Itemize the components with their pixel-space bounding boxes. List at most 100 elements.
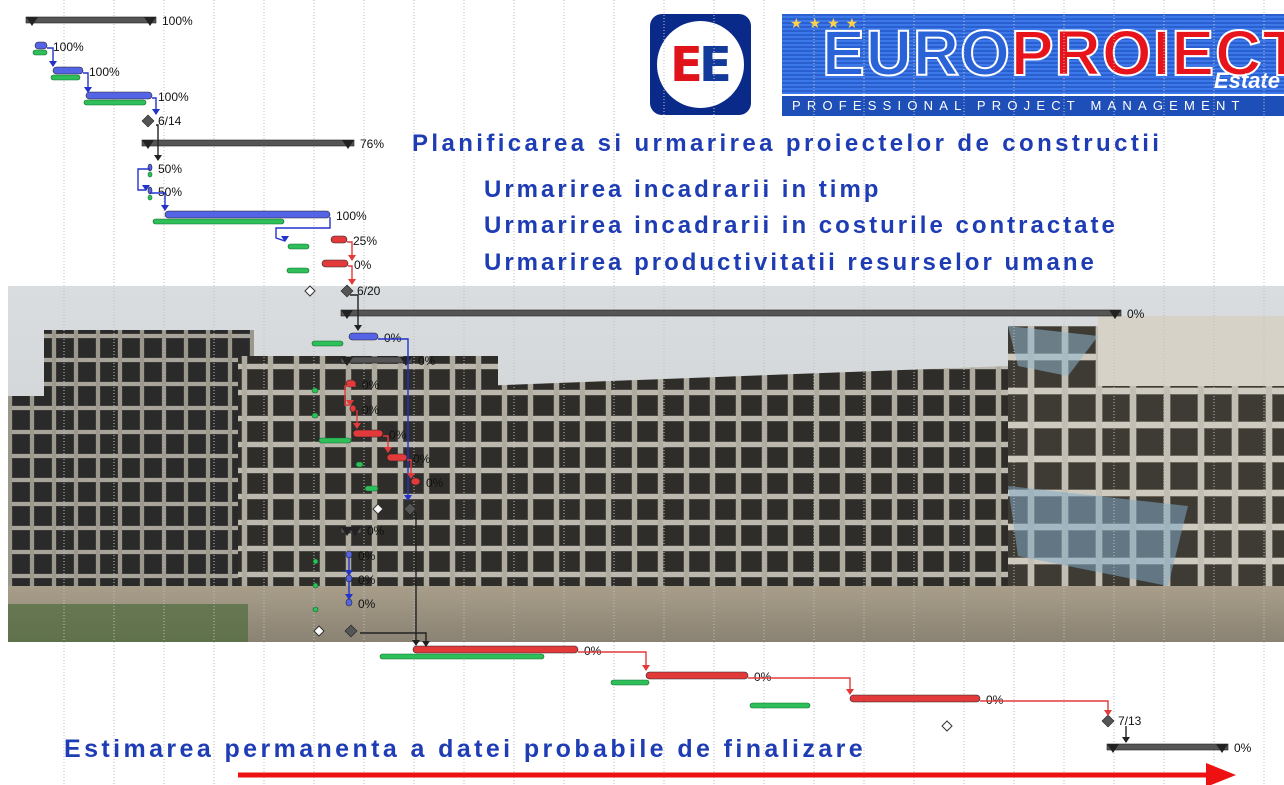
task-progress-label: 0% xyxy=(384,331,402,345)
dependency-arrowhead xyxy=(346,400,354,406)
task-progress-label: 6/14 xyxy=(158,114,182,128)
baseline-bar xyxy=(311,412,319,419)
summary-bar xyxy=(340,356,413,364)
dependency-arrowhead xyxy=(1104,710,1112,716)
dependency-arrowhead xyxy=(354,325,362,331)
critical-task-bar xyxy=(349,404,357,413)
baseline-milestone xyxy=(941,720,953,732)
dependency-arrowhead xyxy=(142,185,150,191)
summary-bar xyxy=(1106,743,1229,751)
task-bar xyxy=(348,332,379,341)
critical-task-bar xyxy=(352,429,384,438)
dependency-arrowhead xyxy=(642,665,650,671)
milestone-diamond xyxy=(403,502,417,516)
task-progress-label: 0% xyxy=(1127,307,1145,321)
critical-task-bar xyxy=(849,694,981,703)
dependency-link xyxy=(152,97,157,114)
milestone-diamond xyxy=(344,624,358,638)
critical-task-bar xyxy=(330,235,348,244)
summary-bar xyxy=(141,139,355,147)
task-progress-label: 0% xyxy=(413,452,431,466)
dependency-arrowhead xyxy=(412,640,420,646)
heading-item: Urmarirea incadrarii in costurile contra… xyxy=(484,212,1118,239)
task-progress-label: 0% xyxy=(367,524,385,538)
summary-cap xyxy=(341,357,353,366)
dependency-link xyxy=(407,459,412,478)
milestone-diamond xyxy=(141,114,155,128)
summary-cap xyxy=(142,140,154,149)
dependency-arrowhead xyxy=(345,594,353,600)
baseline-bar xyxy=(355,461,364,468)
task-progress-label: 76% xyxy=(360,137,384,151)
heading-item: Urmarirea productivitatii resurselor uma… xyxy=(484,249,1097,276)
task-progress-label: 7/13 xyxy=(1118,714,1142,728)
task-bar xyxy=(147,186,153,195)
baseline-bar xyxy=(83,99,147,106)
dependency-link xyxy=(383,435,389,452)
dependency-link xyxy=(344,385,356,406)
dependency-link xyxy=(578,651,647,670)
summary-cap xyxy=(400,357,412,366)
baseline-bar xyxy=(147,171,153,178)
task-progress-label: 0% xyxy=(354,258,372,272)
dependency-arrowhead xyxy=(348,255,356,261)
task-progress-label: 100% xyxy=(162,14,193,28)
critical-task-bar xyxy=(410,477,421,486)
eu-stars-icon: ★★★★ xyxy=(790,16,865,32)
task-progress-label: 100% xyxy=(336,209,367,223)
task-progress-label: 0% xyxy=(754,670,772,684)
brand-suffix: Estate xyxy=(1213,68,1280,93)
dependency-arrowhead xyxy=(84,87,92,93)
dependency-link xyxy=(275,217,331,242)
task-bar xyxy=(345,598,353,607)
summary-bar xyxy=(25,16,157,24)
summary-cap xyxy=(26,17,38,26)
dependency-link xyxy=(378,338,409,500)
summary-cap xyxy=(341,527,353,536)
baseline-bar xyxy=(286,267,310,274)
baseline-bar xyxy=(147,194,153,201)
logo-letter-e-red: E xyxy=(670,37,703,93)
baseline-bar xyxy=(32,49,48,56)
dependency-link xyxy=(414,512,417,645)
task-progress-label: 25% xyxy=(353,234,377,248)
baseline-bar xyxy=(364,485,379,492)
milestone-diamond xyxy=(1101,714,1115,728)
main-heading: Planificarea si urmarirea proiectelor de… xyxy=(412,130,1163,157)
baseline-bar xyxy=(749,702,811,709)
critical-task-bar xyxy=(645,671,749,680)
construction-site-photo xyxy=(8,286,1284,642)
milestone-diamond xyxy=(340,284,354,298)
timeline-arrowhead-icon xyxy=(1206,763,1236,785)
dependency-arrowhead xyxy=(1122,737,1130,743)
dependency-arrowhead xyxy=(161,205,169,211)
task-bar xyxy=(85,91,153,100)
baseline-bar xyxy=(312,582,319,589)
brand-tagline: PROFESSIONAL PROJECT MANAGEMENT xyxy=(792,98,1246,113)
dependency-link xyxy=(356,410,358,428)
dependency-arrowhead xyxy=(49,61,57,67)
brand-name: EUROPROIECT xyxy=(821,17,1284,89)
task-progress-label: 6/20 xyxy=(357,284,381,298)
task-progress-label: 0% xyxy=(362,403,380,417)
dependency-arrowhead xyxy=(154,155,162,161)
summary-cap xyxy=(1216,744,1228,753)
task-progress-label: 0% xyxy=(389,428,407,442)
dependency-arrowhead xyxy=(345,570,353,576)
task-bar xyxy=(52,66,84,75)
dependency-link xyxy=(150,192,166,210)
summary-cap xyxy=(144,17,156,26)
dependency-arrowhead xyxy=(407,473,415,479)
baseline-bar xyxy=(379,653,545,660)
dependency-arrowhead xyxy=(422,641,430,647)
dependency-arrowhead xyxy=(404,495,412,501)
task-progress-label: 100% xyxy=(89,65,120,79)
baseline-milestone xyxy=(304,285,316,297)
baseline-bar xyxy=(50,74,81,81)
ee-logo: E E xyxy=(650,14,751,115)
task-progress-label: 0% xyxy=(426,476,444,490)
baseline-bar xyxy=(287,243,310,250)
dependency-arrowhead xyxy=(353,423,361,429)
